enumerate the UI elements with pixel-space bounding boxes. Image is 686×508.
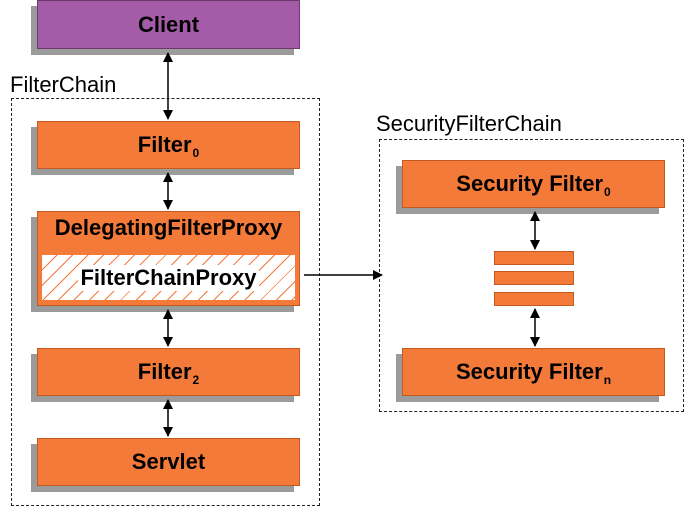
security-filter-0-label: Security Filter xyxy=(456,171,604,196)
client-label: Client xyxy=(137,11,200,37)
delegating-filter-proxy-box: DelegatingFilterProxy FilterChainProxy xyxy=(37,211,300,306)
delegating-filter-proxy-label: DelegatingFilterProxy xyxy=(54,215,283,240)
security-filter-n-subscript: n xyxy=(603,373,612,387)
filter-chain-proxy-box: FilterChainProxy xyxy=(41,254,296,301)
security-filter-chain-title: SecurityFilterChain xyxy=(376,111,562,136)
servlet-box: Servlet xyxy=(37,438,300,486)
filter-2-subscript: 2 xyxy=(192,373,200,387)
security-filter-n-label: Security Filter xyxy=(455,359,603,384)
filter-0-label: Filter xyxy=(137,132,192,157)
security-filter-0-subscript: 0 xyxy=(604,185,611,199)
filter-0-subscript: 0 xyxy=(192,146,200,160)
security-filter-placeholder-bar-3 xyxy=(494,292,574,306)
filter-chain-title: FilterChain xyxy=(10,72,117,97)
security-filter-placeholder-bar-2 xyxy=(494,271,574,285)
servlet-label: Servlet xyxy=(131,449,206,474)
filter-chain-proxy-label: FilterChainProxy xyxy=(78,264,259,291)
security-filter-placeholder-bar-1 xyxy=(494,251,574,265)
filter-2-label: Filter xyxy=(137,359,192,384)
client-box: Client xyxy=(37,0,300,49)
